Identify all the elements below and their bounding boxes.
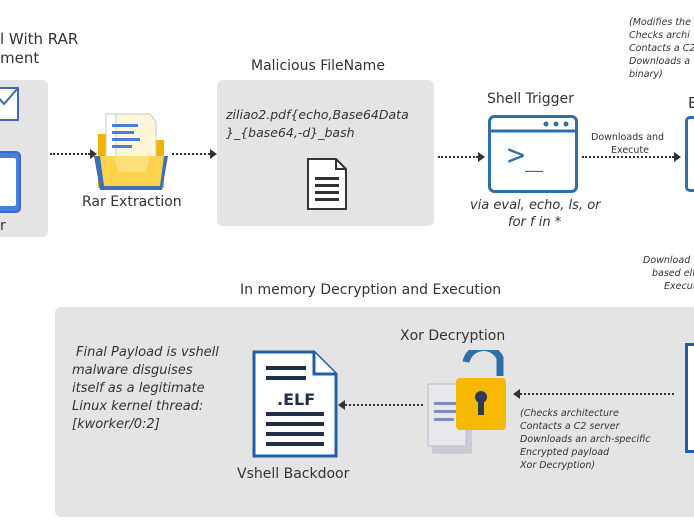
right-note-line: Execut — [664, 281, 694, 292]
arrow-rar-to-malicious — [172, 153, 210, 155]
final-payload-line: Linux kernel thread: — [72, 399, 204, 414]
xor-note-line: (Checks architecture — [520, 408, 619, 419]
arrow-email-to-rar — [50, 153, 90, 155]
arrow-shell-to-right — [582, 156, 674, 158]
final-payload-line: itself as a legitimate — [72, 381, 205, 396]
top-right-note-line: Downloads a — [629, 56, 691, 67]
arrow-xor-to-elf — [345, 404, 423, 406]
elf-file-icon — [252, 350, 338, 458]
arrowhead — [674, 152, 681, 162]
malicious-code-line1: ziliao2.pdf{echo,Base64Data — [226, 107, 409, 122]
folder-icon — [94, 112, 170, 192]
top-right-note-line: (Modifies the — [629, 17, 691, 28]
email-caption: r — [0, 218, 6, 234]
email-title-line2: ment — [0, 49, 40, 67]
top-right-note-line: binary) — [629, 69, 663, 80]
top-right-note: (Modifies the Checks archi Contacts a C2… — [629, 16, 694, 81]
rar-label: Rar Extraction — [82, 194, 182, 210]
right-note-line: based elf — [652, 268, 694, 279]
memory-title: In memory Decryption and Execution — [240, 282, 502, 298]
xor-decryption-icon — [426, 344, 510, 460]
xor-note-line: Contacts a C2 server — [520, 421, 620, 432]
document-icon — [0, 150, 22, 214]
arrow-right-to-xor — [520, 393, 674, 395]
xor-note-line: Downloads an arch-specific — [520, 434, 651, 445]
top-right-note-line: Checks archi — [629, 30, 690, 41]
elf-caption: Vshell Backdoor — [237, 466, 350, 482]
arrowhead — [338, 400, 345, 410]
xor-note: (Checks architecture Contacts a C2 serve… — [520, 407, 651, 472]
final-payload-line: malware disguises — [72, 363, 193, 378]
final-payload-line: Final Payload is vshell — [76, 345, 219, 360]
downloads-arrow-line2: Execute — [611, 145, 649, 156]
arrowhead — [478, 152, 485, 162]
arrowhead — [90, 149, 97, 159]
right-note: Download based elf Execut — [643, 254, 694, 293]
elf-label: .ELF — [277, 390, 316, 409]
final-payload-line: [kworker/0:2] — [72, 417, 160, 432]
shell-prompt: >_ — [507, 138, 544, 173]
memory-panel — [55, 307, 694, 517]
text-file-icon — [306, 157, 348, 211]
right-partial-letter: E — [688, 94, 694, 112]
right-memory-icon — [685, 343, 694, 453]
shell-title: Shell Trigger — [487, 91, 574, 107]
xor-note-line: Xor Decryption) — [520, 460, 596, 471]
downloads-arrow-line1: Downloads and — [591, 132, 665, 143]
right-terminal-icon — [685, 116, 694, 192]
top-right-note-line: Contacts a C2 — [629, 43, 694, 54]
malicious-code-line2: }_{base64,-d}_bash — [226, 125, 355, 140]
xor-note-line: Encrypted payload — [520, 447, 610, 458]
arrowhead — [210, 149, 217, 159]
final-payload-text: Final Payload is vshell malware disguise… — [72, 344, 219, 434]
right-note-line: Download — [643, 255, 691, 266]
envelope-icon — [0, 86, 20, 122]
email-title-line1: l With RAR — [0, 30, 79, 48]
arrowhead — [513, 389, 520, 399]
malicious-title: Malicious FileName — [251, 58, 385, 74]
arrow-malicious-to-shell — [438, 156, 478, 158]
shell-caption-line2: for f in * — [508, 215, 562, 230]
xor-title: Xor Decryption — [400, 328, 506, 344]
terminal-icon — [488, 115, 578, 193]
shell-caption-line1: via eval, echo, ls, or — [470, 198, 601, 213]
